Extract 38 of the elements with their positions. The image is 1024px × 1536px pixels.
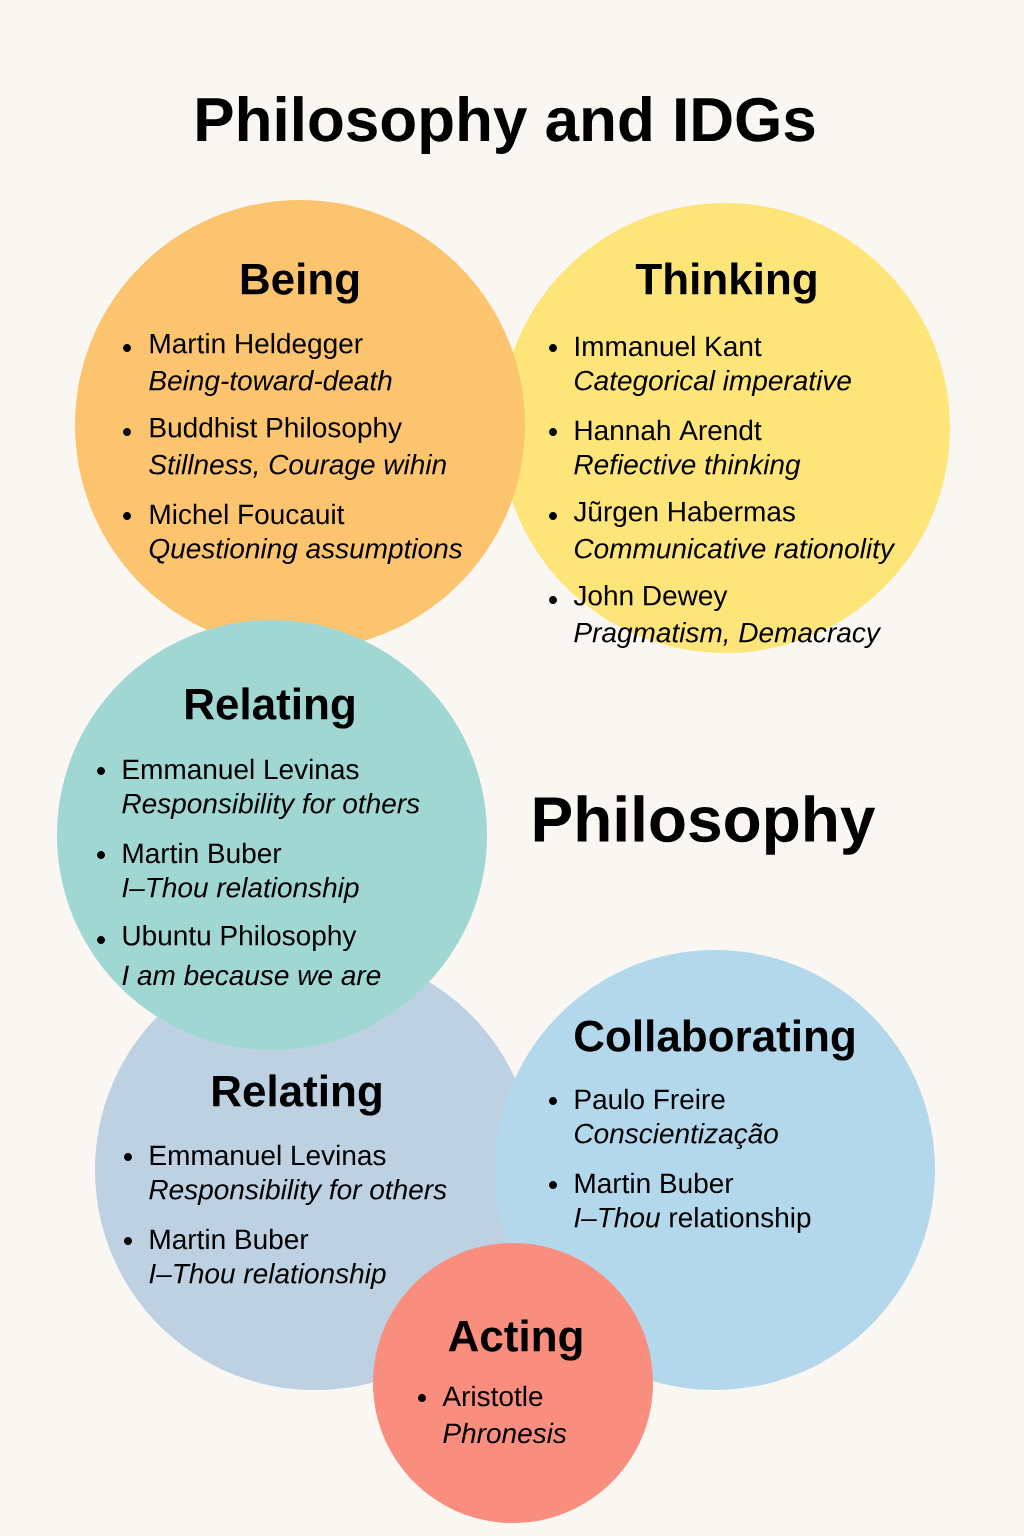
bullet-item: Martin Buber [549,1172,734,1194]
circle-heading: Being [241,262,359,304]
item-description: Responsibility for others [149,1178,447,1206]
bullet-item: Paulo Freire [549,1088,725,1110]
bullet-item: Martin Buber [97,842,282,864]
circle-heading: Acting [448,1319,582,1361]
bullet-item: John Dewey [549,584,728,612]
item-description: Being-toward-death [149,369,392,397]
bullet-item: Martin Buber [124,1228,309,1250]
bullet-item: Immanuel Kant [549,335,762,357]
item-description: Pragmatism, Demacracy [574,621,882,649]
item-description: Stillness, Courage wihin [149,453,446,481]
item-description: Phronesis [443,1422,567,1444]
bullet-item: Emmanuel Levinas [97,758,359,780]
bullet-item: Jũrgen Habermas [549,500,795,528]
bullet-item: Ubuntu Philosophy [97,924,357,952]
item-description: I am because we are [122,964,381,986]
item-description: Refiective thinking [574,453,801,481]
item-description: Conscientização [574,1122,778,1150]
circle-heading: Relating [186,687,354,729]
item-description: I–Thou relationship [122,876,359,904]
bullet-item: Michel Foucauit [123,503,345,525]
bullet-item: Aristotle [418,1385,543,1407]
item-description: I–Thou relationship [574,1206,811,1234]
bullet-item: Martin Heldegger [123,332,363,360]
circle-heading: Thinking [635,262,816,304]
item-description: Questioning assumptions [149,537,463,565]
center-label: Philosophy [534,795,876,855]
item-description: I–Thou relationship [149,1262,386,1290]
bullet-item: Buddhist Philosophy [123,416,402,444]
item-description: Responsibility for others [122,792,420,820]
circle-heading: Relating [213,1074,381,1116]
bullet-item: Emmanuel Levinas [124,1144,386,1166]
item-description: Communicative rationolity [574,537,896,565]
circle-heading: Collaborating [575,1019,854,1061]
title: Philosophy and IDGs [197,96,815,154]
item-description: Categorical imperative [574,369,851,397]
bullet-item: Hannah Arendt [549,419,762,441]
